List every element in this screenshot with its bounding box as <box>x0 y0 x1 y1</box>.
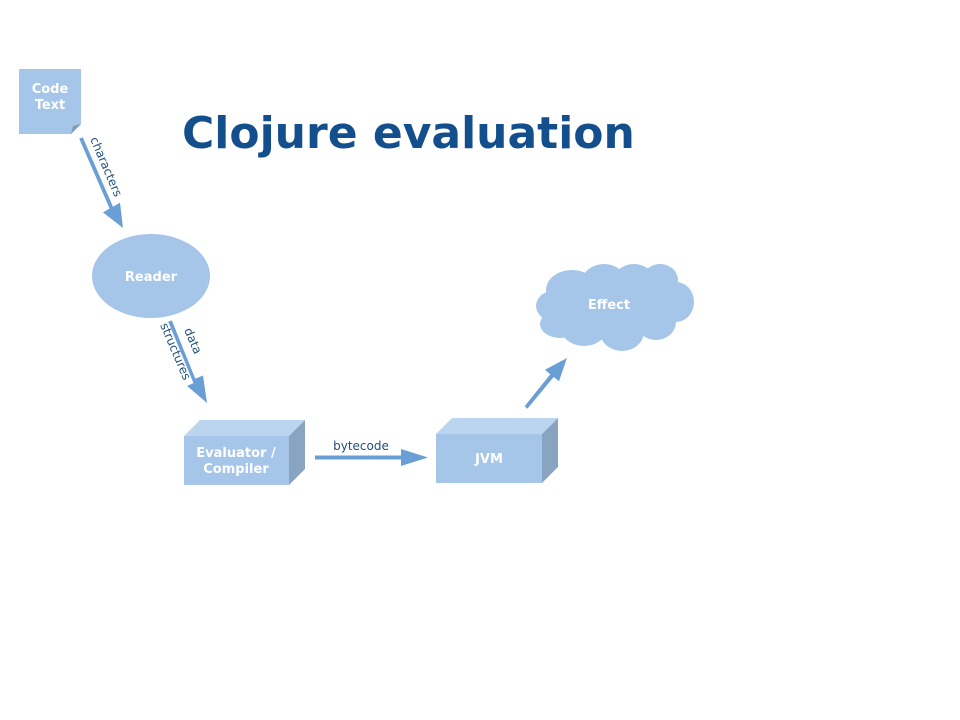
effect-arrow <box>524 358 567 409</box>
bytecode-edge: bytecode <box>315 439 428 466</box>
reader-node: Reader <box>92 234 210 318</box>
code-text-label-line2: Text <box>35 98 66 113</box>
page-title: Clojure evaluation <box>182 108 635 159</box>
evaluator-box-top <box>184 420 305 436</box>
document-fold <box>71 124 81 134</box>
bytecode-arrow <box>315 449 428 466</box>
jvm-label: JVM <box>474 452 503 467</box>
document-shape <box>19 69 81 134</box>
effect-label: Effect <box>588 298 630 313</box>
effect-node: Effect <box>536 264 694 351</box>
evaluator-box-front <box>184 436 289 485</box>
effect-edge <box>524 358 567 409</box>
evaluator-box-side <box>289 420 305 485</box>
jvm-box-side <box>542 418 558 483</box>
reader-ellipse <box>92 234 210 318</box>
code-text-label-line1: Code <box>32 82 69 97</box>
evaluator-label-line2: Compiler <box>203 462 269 477</box>
data-structures-edge: data structures <box>157 320 207 403</box>
jvm-box-top <box>436 418 558 434</box>
characters-edge: characters <box>79 135 125 228</box>
evaluator-label-line1: Evaluator / <box>196 446 276 461</box>
bytecode-label: bytecode <box>333 439 389 453</box>
jvm-node: JVM <box>436 418 558 483</box>
characters-arrow <box>79 137 123 228</box>
code-text-node: Code Text <box>19 69 81 134</box>
data-structures-arrow <box>168 320 207 403</box>
effect-cloud <box>536 264 694 351</box>
evaluator-compiler-node: Evaluator / Compiler <box>184 420 305 485</box>
data-structures-label-line1: data <box>181 326 204 356</box>
reader-label: Reader <box>125 270 178 285</box>
jvm-box-front <box>436 434 542 483</box>
